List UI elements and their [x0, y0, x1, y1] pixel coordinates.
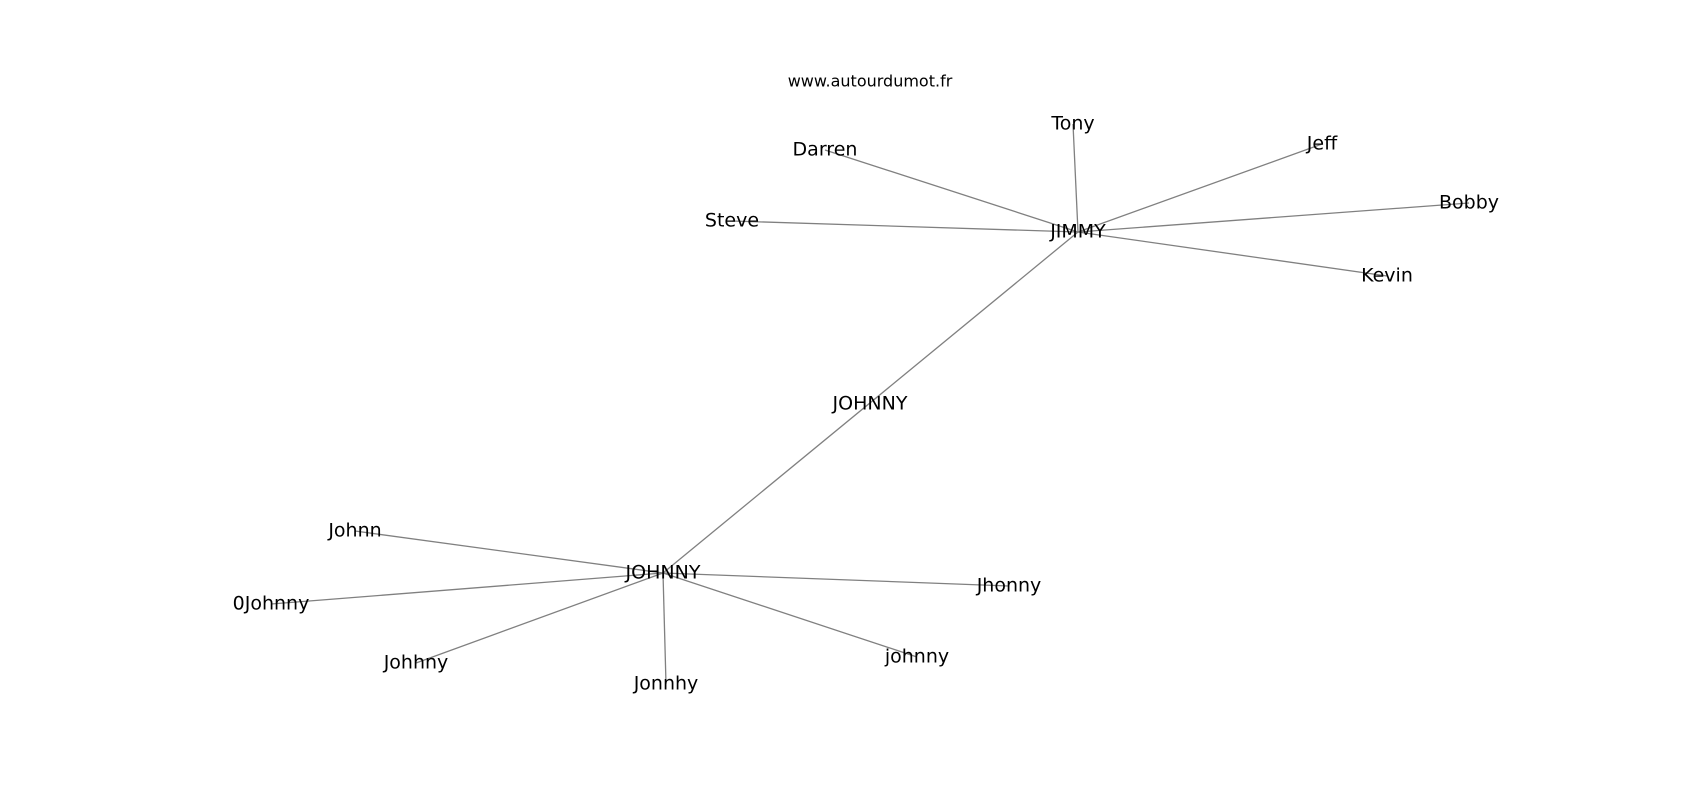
node-johnny-center: JOHNNY	[625, 562, 701, 584]
edge-jimmy-steve	[731, 220, 1079, 233]
edge-jimmy-bobby	[1077, 202, 1470, 233]
node-jonnhy: Jonnhy	[633, 673, 699, 695]
node-kevin: Kevin	[1361, 265, 1413, 287]
watermark-label: www.autourdumot.fr	[788, 72, 953, 91]
node-jeff: Jeff	[1306, 133, 1338, 155]
node-0johnny: 0Johnny	[233, 593, 310, 615]
edge-johnny_center-johnny_lower	[662, 572, 918, 658]
node-steve: Steve	[705, 210, 759, 232]
node-jhonny: Jhonny	[976, 575, 1042, 597]
node-johhny: Johhny	[383, 652, 449, 674]
edge-jimmy-kevin	[1077, 231, 1388, 277]
edge-johnny_center-0johnny	[270, 572, 664, 605]
edge-johnny_center-jhonny	[662, 572, 1010, 587]
edge-jimmy-darren	[824, 149, 1079, 233]
edge-jimmy-johnny_center	[662, 231, 1079, 574]
node-tony: Tony	[1050, 113, 1094, 135]
edge-jimmy-jeff	[1077, 143, 1323, 233]
edge-johnny_center-johnn	[354, 530, 664, 574]
edge-layer	[270, 123, 1470, 685]
edge-johnny_center-johhny	[415, 572, 664, 664]
node-johnny-mid: JOHNNY	[832, 393, 908, 415]
edge-johnny_center-jonnhy	[662, 572, 667, 685]
edge-jimmy-tony	[1072, 123, 1079, 233]
node-johnn: Johnn	[327, 520, 381, 542]
node-bobby: Bobby	[1439, 192, 1499, 214]
node-jimmy: JIMMY	[1049, 221, 1106, 243]
node-darren: Darren	[793, 139, 858, 161]
node-johnny-lower: johnny	[884, 646, 949, 668]
